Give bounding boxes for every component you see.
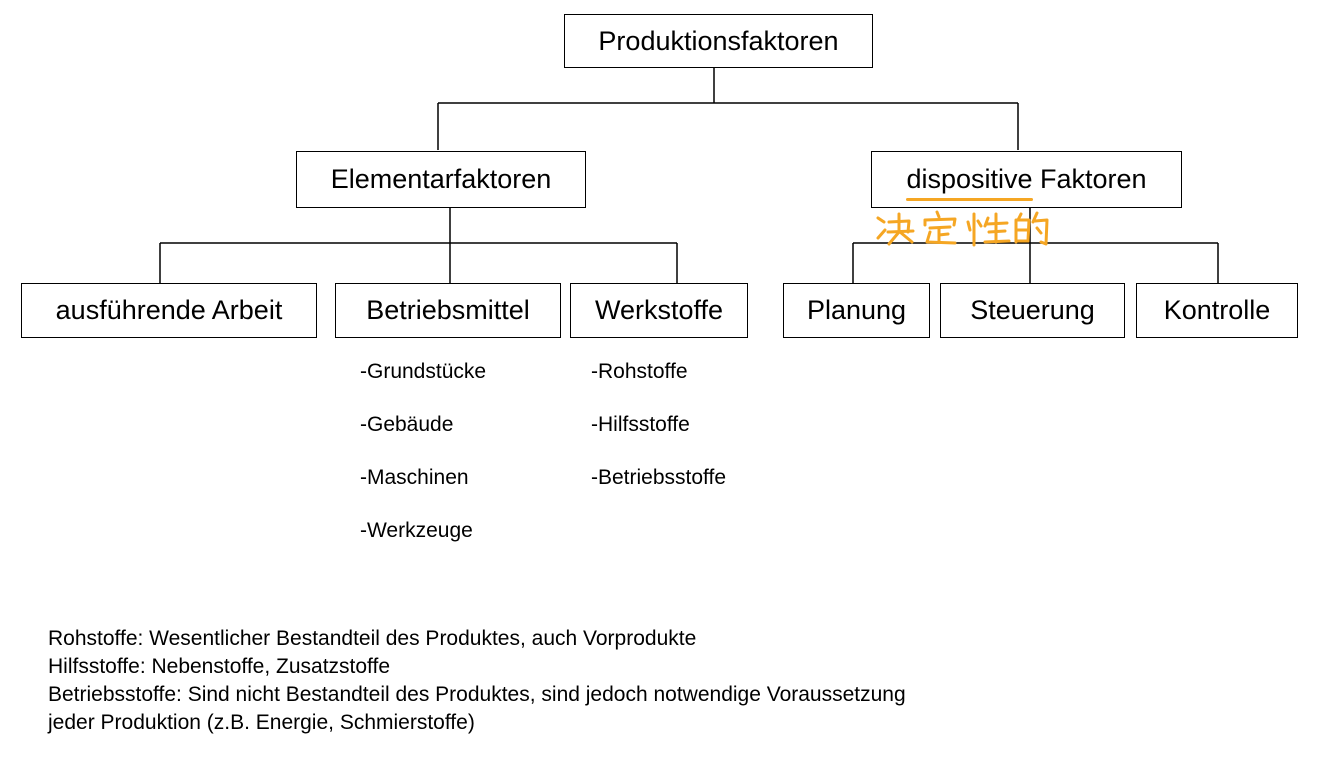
note-line: jeder Produktion (z.B. Energie, Schmiers… (48, 711, 475, 734)
werkstoffe-node: Werkstoffe (570, 283, 748, 338)
list-item: -Grundstücke (360, 360, 487, 383)
handwritten-annotation (876, 210, 1049, 247)
betriebsmittel-label: Betriebsmittel (366, 295, 530, 325)
faktoren-word: Faktoren (1032, 164, 1147, 194)
list-item: -Betriebsstoffe (591, 466, 727, 489)
steuerung-label: Steuerung (970, 295, 1095, 325)
root-node: Produktionsfaktoren (564, 14, 873, 68)
list-item: -Werkzeuge (360, 519, 473, 542)
werkstoffe-list: -Rohstoffe -Hilfsstoffe -Betriebsstoffe (591, 360, 726, 519)
list-item: -Hilfsstoffe (591, 413, 690, 436)
steuerung-node: Steuerung (940, 283, 1125, 338)
note-line: Betriebsstoffe: Sind nicht Bestandteil d… (48, 683, 906, 706)
ausfuehrende-arbeit-label: ausführende Arbeit (55, 295, 283, 325)
root-label: Produktionsfaktoren (598, 25, 839, 56)
list-item: -Gebäude (360, 413, 454, 436)
dispositive-faktoren-node: dispositive Faktoren (871, 151, 1182, 208)
note-line: Hilfsstoffe: Nebenstoffe, Zusatzstoffe (48, 655, 391, 678)
werkstoffe-label: Werkstoffe (594, 295, 724, 325)
definitions-notes: Rohstoffe: Wesentlicher Bestandteil des … (48, 625, 906, 737)
kontrolle-node: Kontrolle (1136, 283, 1298, 338)
ausfuehrende-arbeit-node: ausführende Arbeit (21, 283, 317, 338)
list-item: -Maschinen (360, 466, 469, 489)
planung-node: Planung (783, 283, 930, 338)
kontrolle-label: Kontrolle (1163, 295, 1271, 325)
elementarfaktoren-label: Elementarfaktoren (330, 164, 552, 194)
planung-label: Planung (806, 295, 907, 325)
elementarfaktoren-node: Elementarfaktoren (296, 151, 586, 208)
betriebsmittel-list: -Grundstücke -Gebäude -Maschinen -Werkze… (360, 360, 486, 572)
list-item: -Rohstoffe (591, 360, 688, 383)
note-line: Rohstoffe: Wesentlicher Bestandteil des … (48, 627, 697, 650)
dispositive-word: dispositive (906, 164, 1033, 194)
betriebsmittel-node: Betriebsmittel (335, 283, 561, 338)
